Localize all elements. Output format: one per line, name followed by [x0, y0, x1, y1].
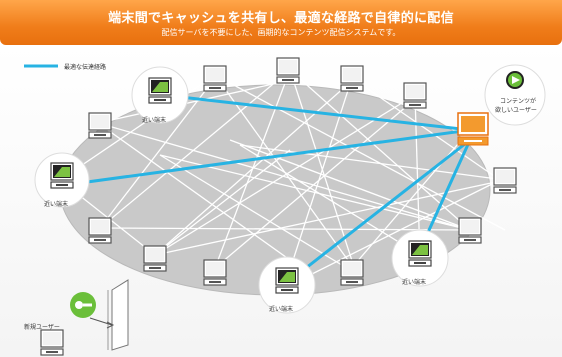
near-peer-1 — [131, 66, 189, 124]
header-banner: 端末間でキャッシュを共有し、最適な経路で自律的に配信 配信サーバを不要にした、画… — [0, 0, 562, 45]
requester-label-line2: 欲しいユーザー — [495, 107, 537, 114]
new-user-area — [70, 279, 129, 351]
near-peer-2 — [34, 152, 90, 208]
near-peer-label-1: 近い端末 — [142, 117, 167, 124]
near-peer-label-2: 近い端末 — [44, 201, 69, 208]
near-peer-4 — [391, 229, 449, 287]
legend-label: 最適な伝達経路 — [64, 64, 107, 71]
near-peer-label-4: 近い端末 — [402, 279, 427, 286]
new-user-label: 新規ユーザー — [24, 324, 60, 331]
content-source-terminal — [457, 112, 489, 146]
requester-label-line1: コンテンツが — [500, 98, 537, 105]
header-subtitle: 配信サーバを不要にした、画期的なコンテンツ配信システムです。 — [161, 28, 401, 37]
requesting-user — [484, 64, 546, 126]
near-peer-label-3: 近い端末 — [269, 306, 294, 313]
door-icon — [111, 279, 129, 351]
near-peer-3 — [258, 256, 316, 314]
header-title: 端末間でキャッシュを共有し、最適な経路で自律的に配信 — [108, 11, 454, 26]
